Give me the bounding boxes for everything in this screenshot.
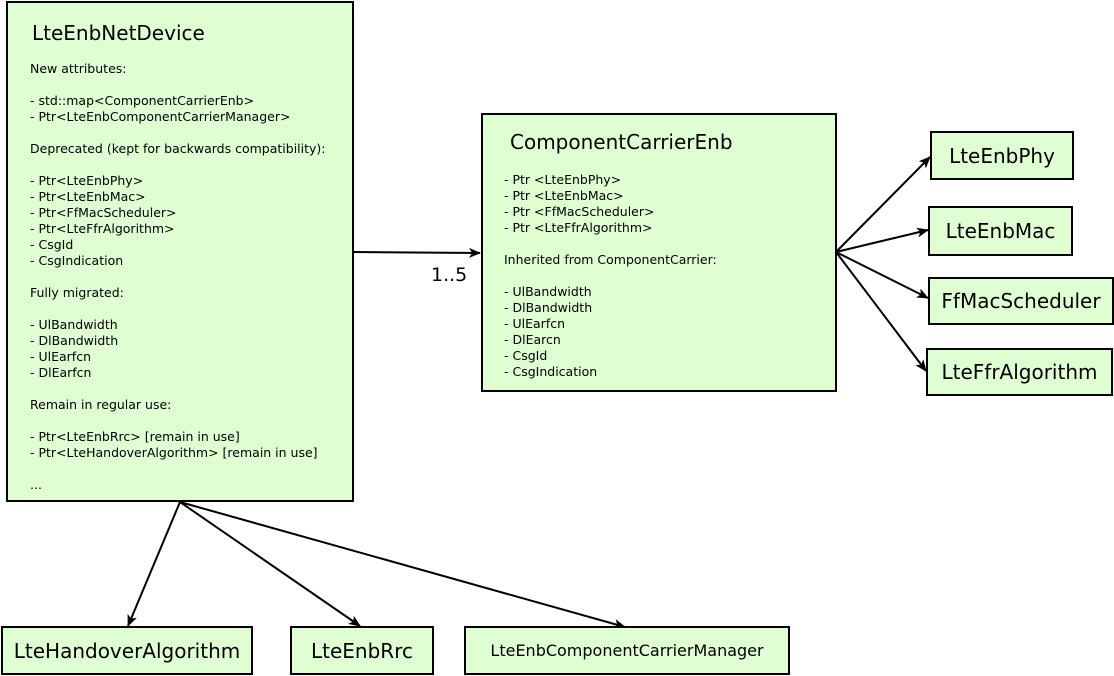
net-device-attribute-line: - UlEarfcn (30, 349, 91, 364)
arrow-device-to-carrier (353, 247, 481, 258)
net-device-attribute-list: New attributes:- std::map<ComponentCarri… (30, 61, 326, 493)
multiplicity-label: 1..5 (431, 264, 468, 286)
lte-handover-algorithm-label: LteHandoverAlgorithm (13, 638, 241, 663)
component-carrier-attribute-line: - Ptr <LteEnbMac> (504, 188, 624, 203)
arrow-carrier-to-mac (835, 227, 929, 253)
arrow-carrier-to-ffr (835, 251, 927, 372)
component-carrier-attribute-line: - Ptr <LteEnbPhy> (504, 172, 622, 187)
arrow-carrier-to-phy (835, 156, 931, 253)
lte-enb-net-device-box: LteEnbNetDevice New attributes:- std::ma… (6, 1, 354, 502)
lte-enb-rrc-box: LteEnbRrc (290, 626, 434, 675)
component-carrier-attribute-line: - Ptr <FfMacScheduler> (504, 204, 655, 219)
component-carrier-attribute-line: - UlBandwidth (504, 284, 592, 299)
net-device-attribute-line: - Ptr<LteFfrAlgorithm> (30, 221, 175, 236)
component-carrier-attribute-line (504, 268, 717, 284)
net-device-attribute-line: - Ptr<LteEnbRrc> [remain in use] (30, 429, 240, 444)
net-device-attribute-line: Remain in regular use: (30, 397, 172, 412)
net-device-attribute-line: - UlBandwidth (30, 317, 118, 332)
ff-mac-scheduler-label: FfMacScheduler (941, 289, 1101, 313)
component-carrier-title: ComponentCarrierEnb (510, 130, 733, 154)
component-carrier-attribute-line: - DlBandwidth (504, 300, 593, 315)
component-carrier-attribute-line: - DlEarcn (504, 332, 561, 347)
net-device-attribute-line: - std::map<ComponentCarrierEnb> (30, 93, 255, 108)
net-device-attribute-line: - Ptr<LteEnbPhy> (30, 173, 144, 188)
net-device-attribute-line: ... (30, 477, 42, 492)
net-device-attribute-line (30, 381, 326, 397)
component-carrier-attribute-line: - Ptr <LteFfrAlgorithm> (504, 220, 653, 235)
net-device-attribute-line (30, 413, 326, 429)
arrow-device-to-ccm (179, 501, 626, 629)
net-device-attribute-line: - Ptr<LteEnbComponentCarrierManager> (30, 109, 291, 124)
lte-enb-rrc-label: LteEnbRrc (311, 638, 413, 663)
component-carrier-attribute-line: Inherited from ComponentCarrier: (504, 252, 717, 267)
arrow-device-to-handover (127, 501, 181, 627)
net-device-attribute-line (30, 461, 326, 477)
net-device-attribute-line (30, 77, 326, 93)
net-device-attribute-line (30, 157, 326, 173)
arrow-device-to-rrc (179, 501, 361, 627)
net-device-attribute-line: - Ptr<LteHandoverAlgorithm> [remain in u… (30, 445, 318, 460)
net-device-attribute-line: - CsgId (30, 237, 74, 252)
arrow-carrier-to-scheduler (835, 251, 929, 299)
net-device-attribute-line (30, 269, 326, 285)
net-device-attribute-line: - DlBandwidth (30, 333, 119, 348)
lte-ffr-algorithm-label: LteFfrAlgorithm (941, 360, 1098, 384)
component-carrier-attribute-line: - CsgId (504, 348, 548, 363)
lte-ffr-algorithm-box: LteFfrAlgorithm (926, 348, 1113, 396)
component-carrier-attribute-line (504, 236, 717, 252)
ff-mac-scheduler-box: FfMacScheduler (928, 277, 1114, 325)
net-device-attribute-line: Deprecated (kept for backwards compatibi… (30, 141, 326, 156)
net-device-attribute-line: - Ptr<LteEnbMac> (30, 189, 146, 204)
net-device-attribute-line: - Ptr<FfMacScheduler> (30, 205, 177, 220)
lte-enb-phy-label: LteEnbPhy (949, 143, 1055, 168)
net-device-attribute-line: New attributes: (30, 61, 127, 76)
component-carrier-attribute-line: - CsgIndication (504, 364, 598, 379)
component-carrier-attribute-line: - UlEarfcn (504, 316, 565, 331)
component-carrier-attribute-list: - Ptr <LteEnbPhy>- Ptr <LteEnbMac>- Ptr … (504, 172, 717, 380)
net-device-attribute-line (30, 125, 326, 141)
net-device-title: LteEnbNetDevice (32, 21, 205, 45)
net-device-attribute-line (30, 301, 326, 317)
net-device-attribute-line: - CsgIndication (30, 253, 124, 268)
lte-enb-component-carrier-manager-label: LteEnbComponentCarrierManager (490, 641, 764, 660)
net-device-attribute-line: Fully migrated: (30, 285, 124, 300)
lte-handover-algorithm-box: LteHandoverAlgorithm (1, 626, 253, 675)
component-carrier-enb-box: ComponentCarrierEnb - Ptr <LteEnbPhy>- P… (481, 113, 837, 392)
lte-enb-component-carrier-manager-box: LteEnbComponentCarrierManager (464, 626, 790, 675)
lte-enb-mac-label: LteEnbMac (945, 219, 1056, 243)
net-device-attribute-line: - DlEarfcn (30, 365, 92, 380)
lte-enb-phy-box: LteEnbPhy (930, 131, 1074, 180)
lte-enb-mac-box: LteEnbMac (928, 206, 1073, 256)
